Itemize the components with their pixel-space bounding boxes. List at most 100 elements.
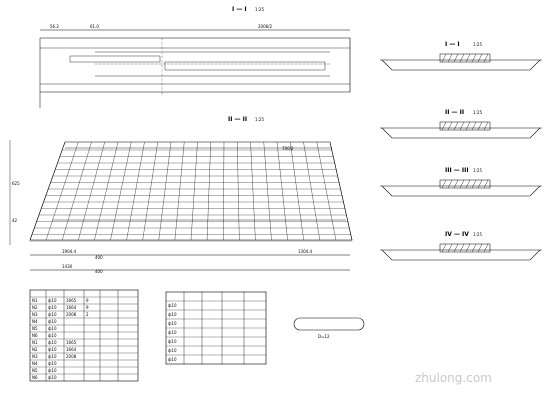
- rebar-table-cell: ф10: [48, 319, 57, 324]
- rebar-table-cell: N1: [32, 340, 38, 345]
- rebar-dim-5: 1430: [62, 264, 73, 269]
- rebar-bar-longitudinal: [110, 141, 132, 241]
- material-table-cell: ф10: [168, 348, 177, 353]
- rebar-table-cell: ф10: [48, 305, 57, 310]
- cross-section-scale: 1:25: [473, 232, 482, 237]
- rebar-table-cell: ф10: [48, 354, 57, 359]
- rebar-table-cell: 2008: [66, 354, 77, 359]
- rebar-dim-3: 1304.4: [298, 249, 312, 254]
- rebar-table-cell: N6: [32, 333, 38, 338]
- rebar-table-cell: ф10: [48, 347, 57, 352]
- cross-section-scale: 1:25: [473, 42, 482, 47]
- material-table-cell: ф10: [168, 303, 177, 308]
- cross-section-mark: I — I: [445, 41, 460, 48]
- rebar-bar-longitudinal: [158, 141, 172, 241]
- rebar-table-cell: 1664: [66, 347, 77, 352]
- rebar-dim-4: 400: [95, 255, 103, 260]
- cross-section-outline: [381, 185, 541, 197]
- cross-section-block: [439, 53, 491, 63]
- rebar-table-cell: 1665: [66, 298, 77, 303]
- rebar-bar-longitudinal: [45, 141, 79, 241]
- rebar-table-cell: N5: [32, 368, 38, 373]
- rebar-bar-longitudinal: [276, 141, 288, 241]
- rebar-table-cell: ф10: [48, 312, 57, 317]
- rebar-table-cell: N5: [32, 326, 38, 331]
- rebar-table-cell: ф10: [48, 368, 57, 373]
- material-table-cell: ф10: [168, 312, 177, 317]
- cross-section: I — I 1:25: [380, 41, 542, 71]
- plan-view-scale: 1:25: [255, 7, 264, 12]
- rebar-table-cell: ф10: [48, 333, 57, 338]
- cross-section-mark: IV — IV: [445, 231, 469, 238]
- plan-dim-2: 61.0: [90, 24, 99, 29]
- cross-section-mark: III — III: [445, 167, 469, 174]
- material-table: ф10 ф10 ф10 ф10 ф10 ф10 ф10: [165, 291, 267, 365]
- material-table-cell: ф10: [168, 339, 177, 344]
- plan-slab-outline: [39, 37, 351, 108]
- rebar-table-cell: ф10: [48, 361, 57, 366]
- cross-section-outline: [381, 59, 541, 71]
- rebar-table-cell: N2: [32, 305, 38, 310]
- plan-view: I — I 1:25 56.2 61.0 2006/2: [39, 6, 351, 108]
- rebar-dim-6: 400: [95, 269, 103, 274]
- cross-section-scale: 1:25: [473, 110, 482, 115]
- cross-section-block: [439, 179, 491, 189]
- cross-section-outline: [381, 127, 541, 139]
- rebar-plan-outline: [29, 141, 353, 241]
- rebar-table-cell: N2: [32, 347, 38, 352]
- rebar-table-cell: ф10: [48, 340, 57, 345]
- rebar-bar-longitudinal: [329, 141, 353, 241]
- rebar-plan-section-mark: II — II: [228, 116, 247, 123]
- rebar-plan-dims: 700/2 1904.4 1304.4 400 1430 400 625 42: [9, 140, 350, 274]
- rebar-bar-longitudinal: [29, 141, 66, 241]
- cross-section-block: [439, 243, 491, 253]
- rebar-table-cell: N4: [32, 319, 38, 324]
- rebar-bar-longitudinal: [94, 141, 119, 241]
- rebar-dim-1: 700/2: [282, 146, 294, 151]
- cross-section-mark: II — II: [445, 109, 464, 116]
- rebar-bar-longitudinal: [223, 141, 225, 241]
- rebar-plan-scale: 1:25: [255, 117, 264, 122]
- cross-section: IV — IV 1:25: [380, 231, 542, 261]
- rebar-table-cell: N6: [32, 375, 38, 380]
- cross-section: III — III 1:25: [380, 167, 542, 197]
- hook-detail-dim: D=12: [318, 334, 330, 339]
- rebar-table-cell: N3: [32, 354, 38, 359]
- rebar-bar-longitudinal: [237, 141, 240, 241]
- rebar-table-cell: 1665: [66, 340, 77, 345]
- cross-section: II — II 1:25: [380, 109, 542, 139]
- plan-dimension-line: 56.2 61.0 2006/2: [40, 24, 350, 31]
- rebar-plan: II — II 1:25 700/2 1904.4 1304.4 400 143…: [9, 116, 353, 274]
- rebar-table-cell: N1: [32, 298, 38, 303]
- rebar-bar-longitudinal: [78, 141, 105, 241]
- rebar-table-cell: 2008: [66, 312, 77, 317]
- rebar-bar-longitudinal: [316, 141, 337, 241]
- rebar-bar-longitudinal: [62, 141, 92, 241]
- rebar-grid: [29, 141, 353, 242]
- rebar-bar-longitudinal: [206, 141, 211, 241]
- rebar-table-cell: 9: [86, 298, 89, 303]
- rebar-bar-longitudinal: [303, 141, 320, 241]
- rebar-table-cell: ф10: [48, 375, 57, 380]
- cross-section-outline: [381, 249, 541, 261]
- material-table-cell: ф10: [168, 321, 177, 326]
- rebar-table-cell: 2: [86, 312, 89, 317]
- cross-section-scale: 1:25: [473, 168, 482, 173]
- hook-detail: D=12: [293, 317, 365, 339]
- plan-view-section-mark: I — I: [232, 6, 247, 13]
- watermark: zhulong.com: [415, 371, 492, 385]
- material-table-cell: ф10: [168, 330, 177, 335]
- cross-section-block: [439, 121, 491, 131]
- rebar-table-cell: ф10: [48, 298, 57, 303]
- material-table-cell: ф10: [168, 357, 177, 362]
- rebar-side-dim-2: 42: [12, 218, 18, 223]
- plan-dim-3: 2006/2: [258, 24, 273, 29]
- rebar-bar-longitudinal: [126, 141, 145, 241]
- rebar-dim-2: 1904.4: [62, 249, 76, 254]
- rebar-bar-longitudinal: [174, 141, 185, 241]
- rebar-bar-longitudinal: [263, 141, 272, 241]
- rebar-table-cell: 1664: [66, 305, 77, 310]
- rebar-bar-longitudinal: [142, 141, 158, 241]
